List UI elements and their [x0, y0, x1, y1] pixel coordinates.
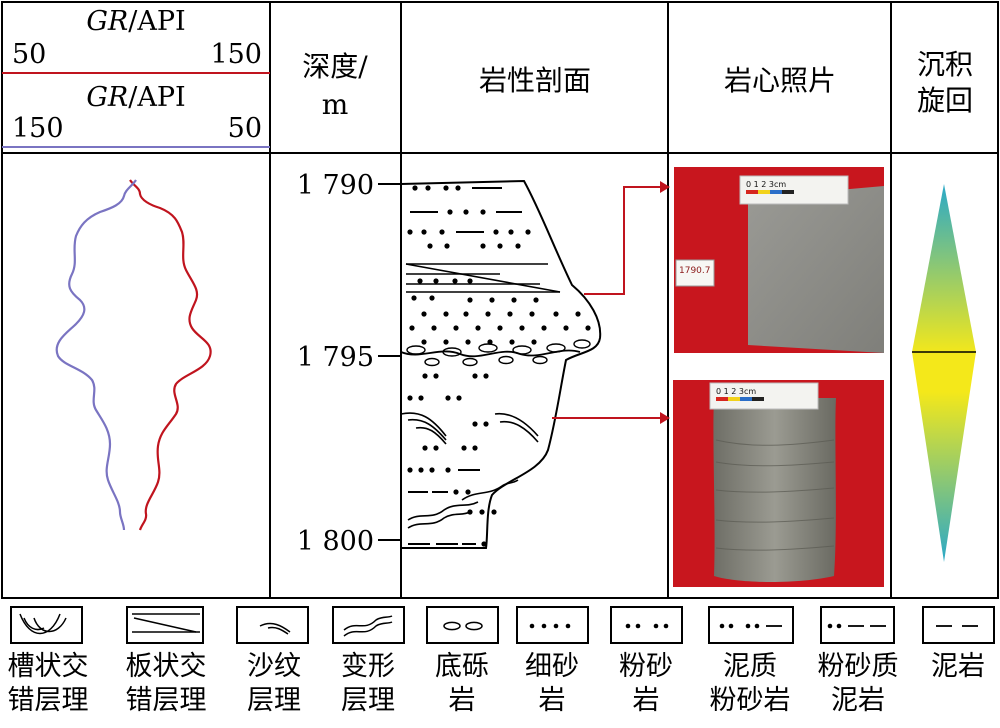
legend-box-muddy-silt	[708, 606, 794, 644]
tabular-band-dots	[417, 278, 473, 284]
legend-box-silty-mud	[820, 606, 895, 644]
legend-label-silty-mud: 粉砂质泥岩	[817, 651, 899, 716]
siltstone-dots	[407, 373, 489, 451]
legend-label-silt: 粉砂岩	[619, 651, 673, 716]
legend-label-trough: 槽状交错层理	[7, 651, 89, 716]
legend-box-trough	[10, 606, 83, 644]
depth-tick-1790: 1 790	[297, 170, 374, 201]
mudstone-dashes	[408, 469, 480, 545]
core-photo-1: 0 1 2 3cm 1790.7	[674, 167, 884, 353]
gr1-min: 50	[12, 39, 46, 70]
cycle-header-line1: 沉积	[917, 48, 973, 81]
core-photo-1-tag: 1790.7	[679, 266, 711, 276]
legend-box-tabular	[126, 606, 204, 644]
legend-label-deformation: 变形层理	[341, 651, 395, 716]
legend-label-tabular: 板状交错层理	[125, 651, 207, 716]
gr2-min: 150	[12, 113, 64, 144]
lithology-outline	[400, 179, 602, 549]
gr-curve-blue	[55, 179, 137, 531]
legend-label-muddy-silt: 泥质粉砂岩	[709, 651, 791, 716]
legend-box-conglomerate	[426, 606, 499, 644]
core-photo-2-scale: 0 1 2 3cm	[716, 387, 756, 396]
lithology-column	[400, 179, 602, 549]
depth-header-line2: m	[322, 88, 349, 121]
gr1-max: 150	[210, 39, 262, 70]
gr1-title: GR/API	[86, 6, 185, 37]
tabular-cross-bedding	[405, 263, 561, 293]
legend-label-ripple: 沙纹层理	[247, 651, 301, 716]
legend-label-conglomerate: 底砾岩	[435, 651, 489, 716]
arrowhead-core-2	[660, 412, 670, 424]
lithology-header: 岩性剖面	[479, 64, 591, 97]
gr2-max: 50	[228, 113, 262, 144]
core-photo-1-scale: 0 1 2 3cm	[746, 180, 786, 189]
depth-header-line1: 深度/	[302, 50, 368, 83]
erosion-surface	[400, 349, 581, 358]
sedimentary-cycle	[912, 184, 976, 562]
fine-sandstone-top	[407, 185, 531, 249]
legend-label-mud: 泥岩	[931, 651, 985, 682]
core-photo-2: 0 1 2 3cm	[673, 380, 884, 587]
deformation-bedding	[407, 479, 519, 529]
fine-sandstone-main	[409, 295, 591, 345]
depth-scale	[378, 183, 401, 541]
core-photo-header: 岩心照片	[724, 64, 836, 97]
gr2-title: GR/API	[86, 82, 185, 113]
arrow-to-core-1	[584, 186, 660, 295]
table-frame	[1, 1, 999, 599]
conglomerate-pebbles	[406, 339, 591, 367]
depth-tick-1800: 1 800	[297, 526, 374, 557]
mud-dashes-top	[410, 187, 522, 233]
legend-label-fine-sand: 细砂岩	[525, 651, 579, 716]
arrowhead-core-1	[660, 181, 670, 193]
legend-box-silt	[610, 606, 683, 644]
legend-box-deformation	[332, 606, 405, 644]
depth-tick-1795: 1 795	[297, 342, 374, 373]
cycle-header-line2: 旋回	[917, 84, 973, 117]
legend-box-ripple	[236, 606, 309, 644]
gr-curve-red	[129, 179, 212, 531]
legend-box-mud	[922, 606, 995, 644]
ripple-bedding	[400, 412, 539, 445]
legend-box-fine-sand	[516, 606, 589, 644]
